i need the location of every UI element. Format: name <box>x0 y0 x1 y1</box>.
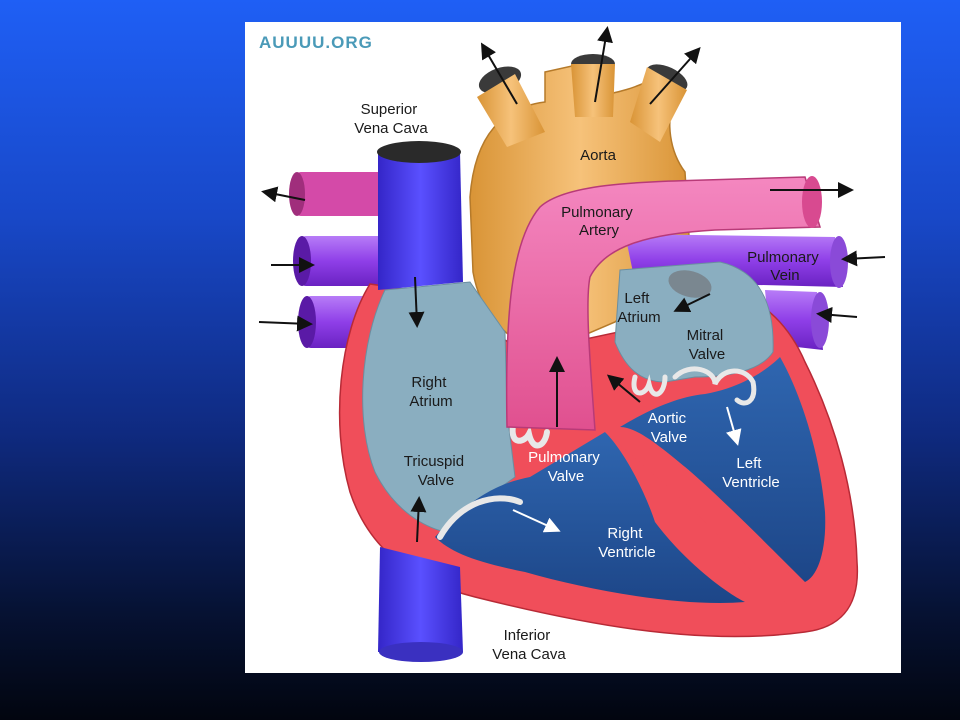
label-inferior-vena-cava: Inferior Vena Cava <box>492 627 566 663</box>
flow-arrow <box>261 186 306 203</box>
flow-arrows-black <box>258 26 886 543</box>
left-upper-pulmonary-vein <box>300 236 385 286</box>
flow-arrow <box>512 509 561 533</box>
pulmonary-valve-leaflets <box>509 422 550 449</box>
pulmonary-artery <box>505 176 821 431</box>
label-superior-vena-cava: Superior Vena Cava <box>354 101 428 137</box>
mitral-valve <box>672 366 757 406</box>
heart-diagram: AUUUU.ORG <box>258 26 886 663</box>
aortic-valve-leaflets <box>631 374 668 397</box>
left-ventricle-chamber <box>620 357 826 582</box>
left-atrium-chamber <box>614 261 774 383</box>
label-mitral-valve: Mitral Valve <box>687 327 728 363</box>
flow-arrow <box>673 293 711 312</box>
heart-diagram-panel: AUUUU.ORG <box>245 22 901 673</box>
inferior-vena-cava <box>378 547 463 652</box>
flow-arrow <box>408 276 425 328</box>
left-pink-vessel <box>295 172 385 216</box>
valves <box>437 366 757 540</box>
label-right-atrium: Right Atrium <box>409 374 452 410</box>
label-aortic-valve: Aortic Valve <box>648 410 691 446</box>
flow-arrow <box>649 47 701 105</box>
label-pulmonary-valve: Pulmonary Valve <box>528 449 604 485</box>
label-tricuspid-valve: Tricuspid Valve <box>404 453 468 489</box>
label-pulmonary-artery: Pulmonary Artery <box>561 204 637 239</box>
labels: Superior Vena Cava Aorta Pulmonary Arter… <box>354 101 823 663</box>
label-right-ventricle: Right Ventricle <box>598 525 656 561</box>
flow-arrow <box>258 315 313 332</box>
septum <box>605 427 798 607</box>
label-left-ventricle: Left Ventricle <box>722 455 780 491</box>
label-left-atrium: Left Atrium <box>617 290 660 326</box>
label-pulmonary-vein: Pulmonary Vein <box>747 249 823 284</box>
flow-arrow <box>594 26 613 103</box>
flow-arrow <box>606 374 641 403</box>
flow-arrow <box>841 250 886 267</box>
flow-arrow <box>726 406 742 446</box>
flow-arrows-white <box>512 406 742 533</box>
flow-arrow <box>480 42 518 105</box>
tricuspid-valve <box>437 495 523 540</box>
flow-arrow <box>816 306 858 323</box>
superior-vena-cava <box>378 152 463 290</box>
right-ventricle-chamber <box>435 432 745 603</box>
flow-arrow <box>410 496 427 543</box>
label-aorta: Aorta <box>580 147 617 164</box>
watermark-text: AUUUU.ORG <box>259 33 373 52</box>
